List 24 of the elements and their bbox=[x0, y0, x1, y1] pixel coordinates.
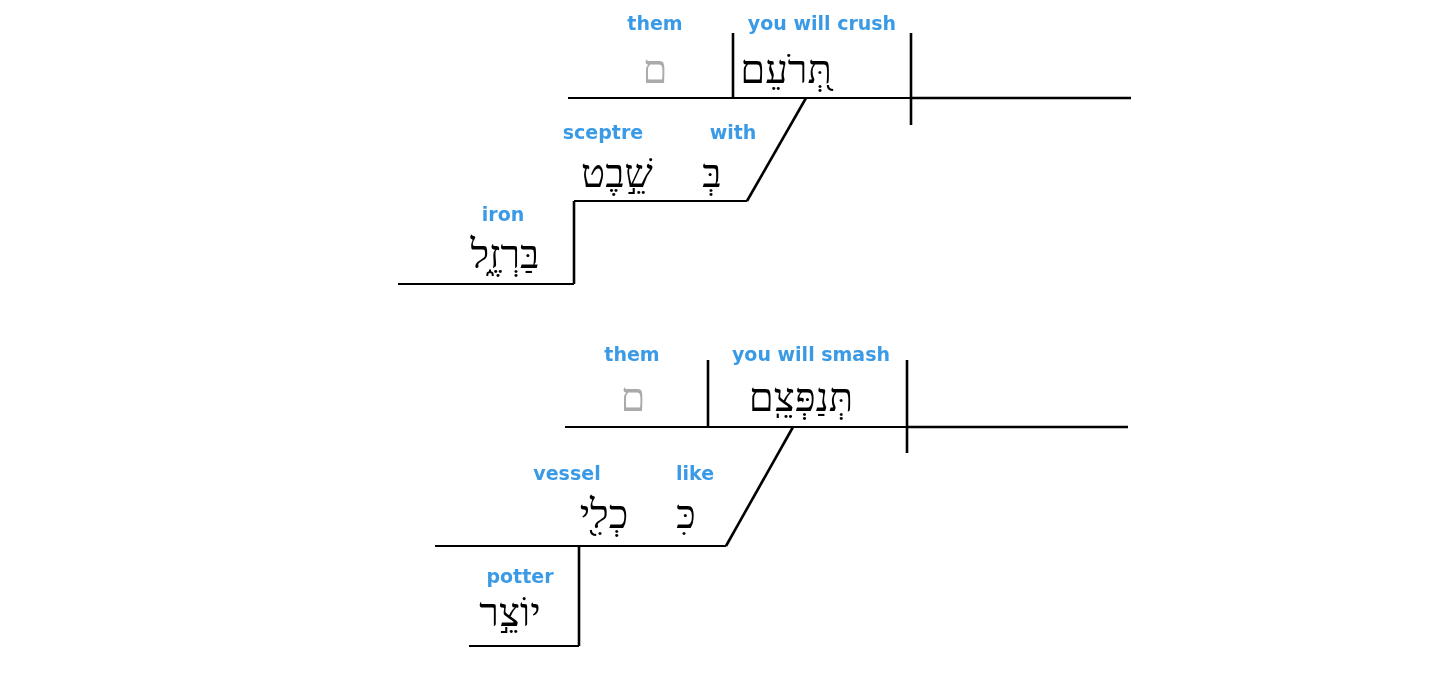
hebrew-word: כִּ bbox=[676, 495, 696, 535]
english-gloss: iron bbox=[481, 205, 525, 224]
hebrew-word: בְּ bbox=[702, 154, 722, 194]
english-gloss: sceptre bbox=[562, 123, 644, 142]
connector-line bbox=[577, 546, 581, 646]
hebrew-word: יוֹצֵ֣ר bbox=[479, 593, 541, 633]
english-gloss: vessel bbox=[533, 464, 601, 483]
connector-line bbox=[572, 201, 576, 284]
english-gloss: them bbox=[627, 14, 683, 33]
connector-line bbox=[724, 426, 795, 547]
hebrew-word: תְּ֭רֹעֵם bbox=[740, 50, 832, 90]
hebrew-word: בַּרְזֶ֑ל bbox=[470, 235, 540, 275]
english-gloss: you will smash bbox=[731, 345, 891, 364]
english-gloss: with bbox=[709, 123, 757, 142]
hebrew-word: כְלִ֖י bbox=[579, 495, 629, 535]
english-gloss: potter bbox=[486, 567, 554, 586]
hebrew-word: ם bbox=[642, 50, 668, 90]
english-gloss: them bbox=[604, 345, 660, 364]
hebrew-word: תְּנַפְּצֵֽם bbox=[748, 378, 854, 418]
english-gloss: like bbox=[676, 464, 714, 483]
connector-line bbox=[745, 97, 808, 202]
hebrew-word: שֵׁ֣בֶט bbox=[581, 154, 653, 194]
english-gloss: you will crush bbox=[747, 14, 897, 33]
hebrew-word: ם bbox=[620, 378, 646, 418]
